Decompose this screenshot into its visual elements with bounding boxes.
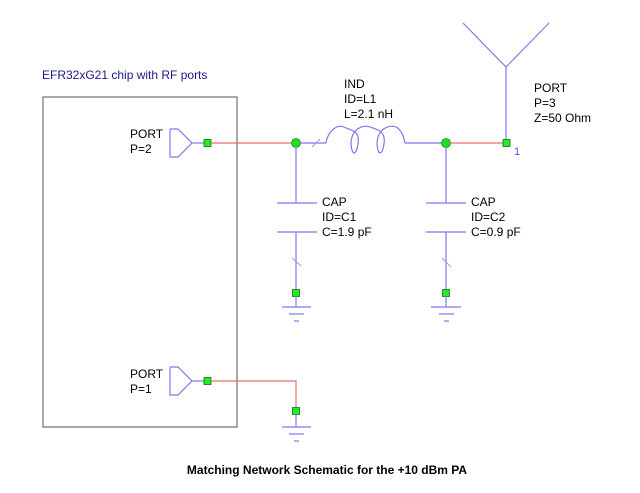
antenna-icon <box>462 22 550 68</box>
c2-tick <box>441 257 452 268</box>
c2-id: ID=C2 <box>471 210 506 224</box>
inductor-type: IND <box>344 77 365 91</box>
port-p2-name: PORT <box>130 127 164 141</box>
inductor-tick <box>311 138 321 148</box>
port-p3-name: PORT <box>534 81 568 95</box>
inductor-value: L=2.1 nH <box>344 107 393 121</box>
port-p3[interactable]: 1 PORT P=3 Z=50 Ohm <box>462 22 591 158</box>
capacitor-c2[interactable]: CAP ID=C2 C=0.9 pF <box>426 147 521 297</box>
c2-type: CAP <box>471 195 496 209</box>
c2-value: C=0.9 pF <box>471 225 521 239</box>
port-p2-param: P=2 <box>130 142 152 156</box>
port-p2[interactable]: PORT P=2 <box>130 127 212 158</box>
c2-terminal[interactable] <box>442 289 450 297</box>
net-p1-to-ground <box>211 380 297 407</box>
port-p2-terminal[interactable] <box>203 139 212 147</box>
ground-c2 <box>431 296 461 322</box>
port-p3-param: P=3 <box>534 96 556 110</box>
port-p3-pin-label: 1 <box>514 146 520 158</box>
junction-node-1[interactable] <box>291 138 301 148</box>
inductor-id: ID=L1 <box>344 92 377 106</box>
c1-id: ID=C1 <box>322 210 357 224</box>
port-p2-symbol <box>169 128 193 158</box>
port-p1-name: PORT <box>130 367 164 381</box>
port-p3-impedance: Z=50 Ohm <box>534 111 591 125</box>
chip-outline <box>42 96 238 428</box>
inductor-coil <box>325 125 406 154</box>
c1-type: CAP <box>322 195 347 209</box>
ground-p1 <box>282 414 311 442</box>
inductor-l1[interactable]: IND ID=L1 L=2.1 nH <box>300 77 443 154</box>
c1-terminal[interactable] <box>292 289 300 297</box>
chip-title: EFR32xG21 chip with RF ports <box>42 68 207 82</box>
ground-c1 <box>282 296 311 322</box>
port-p1-symbol <box>169 366 193 396</box>
c1-value: C=1.9 pF <box>322 225 372 239</box>
capacitor-c1[interactable]: CAP ID=C1 C=1.9 pF <box>277 147 372 297</box>
port-p1[interactable]: PORT P=1 <box>130 366 212 396</box>
figure-caption: Matching Network Schematic for the +10 d… <box>187 463 468 477</box>
port-p1-param: P=1 <box>130 382 152 396</box>
c1-tick <box>291 257 302 267</box>
ground-p1-terminal[interactable] <box>292 407 300 415</box>
port-p3-terminal[interactable] <box>502 139 511 147</box>
port-p1-terminal[interactable] <box>203 377 212 385</box>
junction-node-2[interactable] <box>441 138 451 148</box>
